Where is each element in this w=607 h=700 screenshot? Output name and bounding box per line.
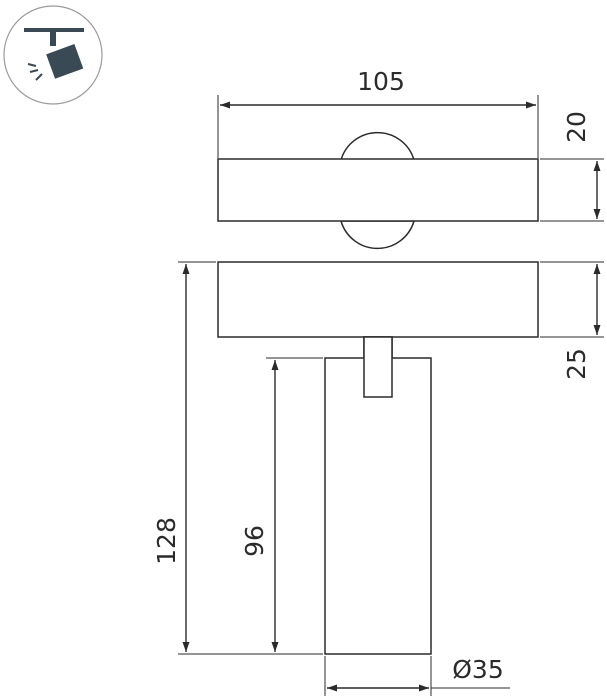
side-view-track-adapter <box>217 261 539 338</box>
side-view-stem-front <box>363 336 393 398</box>
top-view-body <box>217 158 539 222</box>
dimension-diameter-label: Ø35 <box>452 655 504 684</box>
dimension-width: 105 <box>217 67 539 158</box>
dimension-adapter-height: 25 <box>540 261 604 380</box>
dimension-top-height: 20 <box>540 111 604 222</box>
dimension-adapter-height-label: 25 <box>562 348 591 380</box>
top-view <box>217 131 539 250</box>
track-spotlight-icon <box>3 5 103 105</box>
dimension-top-height-label: 20 <box>562 111 591 143</box>
dimension-body-height-label: 96 <box>240 525 269 557</box>
dimension-width-label: 105 <box>357 67 405 96</box>
dimension-diameter: Ø35 <box>324 655 510 696</box>
dimension-total-height: 128 <box>152 261 323 655</box>
side-view-cylinder <box>324 357 432 655</box>
side-view <box>217 261 539 655</box>
dimension-body-height: 96 <box>240 357 323 652</box>
dimension-total-height-label: 128 <box>152 517 181 565</box>
